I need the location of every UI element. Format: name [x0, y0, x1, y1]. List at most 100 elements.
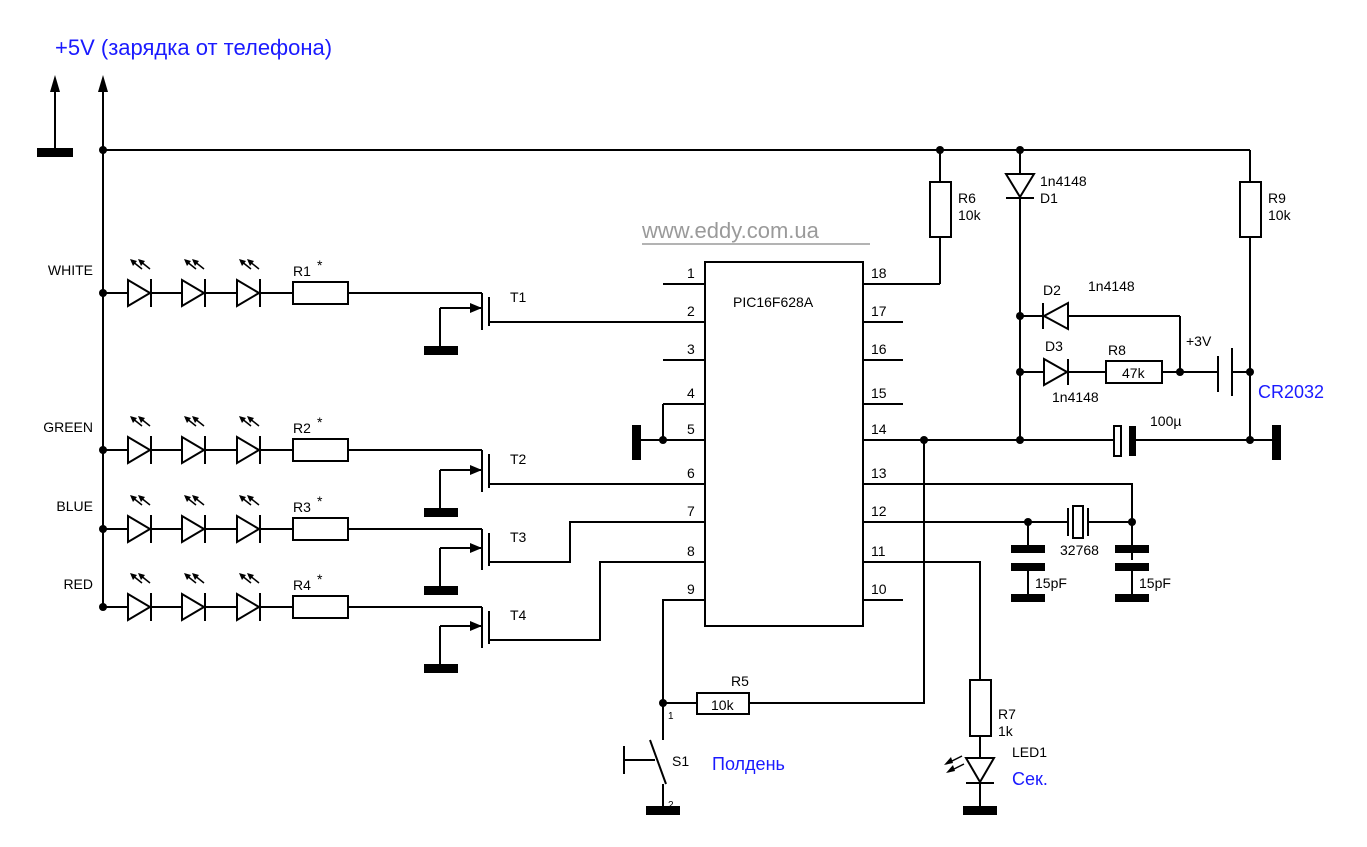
resistor-ref: R3 — [293, 499, 311, 515]
chip-pin-label-right: 17 — [871, 303, 887, 319]
d1-diode — [1004, 150, 1036, 444]
light-arrow — [239, 259, 246, 266]
transistor-arrowhead — [470, 543, 482, 553]
light-arrow — [184, 573, 191, 580]
supply-ground-arrow — [37, 75, 73, 157]
ground-bar — [424, 586, 458, 595]
light-arrow — [239, 573, 246, 580]
r5-ref: R5 — [731, 673, 749, 689]
chip-pin-label-left: 5 — [687, 421, 695, 437]
d3-ref: D3 — [1045, 338, 1063, 354]
chip-pin-label-right: 18 — [871, 265, 887, 281]
oscillator — [863, 483, 1149, 602]
d3-type: 1n4148 — [1052, 389, 1099, 405]
watermark: www.eddy.com.ua — [641, 218, 820, 243]
light-arrow — [184, 259, 191, 266]
r6-value: 10k — [958, 207, 982, 223]
chip-pin-label-left: 6 — [687, 465, 695, 481]
light-arrow — [130, 416, 137, 423]
chip-pin-label-right: 16 — [871, 341, 887, 357]
led-diode — [236, 592, 261, 622]
transistor-ref: T1 — [510, 289, 527, 305]
chip-pin-label-left: 3 — [687, 341, 695, 357]
light-arrow — [247, 259, 254, 266]
channel-name: GREEN — [43, 419, 93, 435]
channel-green: GREEN R2 * T2 — [43, 414, 527, 517]
light-arrow — [130, 495, 137, 502]
s1-pin2: 2 — [668, 800, 674, 811]
ground-bar — [424, 346, 458, 355]
chip-pin-label-right: 15 — [871, 385, 887, 401]
battery-voltage: +3V — [1186, 333, 1212, 349]
light-arrow — [239, 416, 246, 423]
led1-diode — [944, 755, 997, 815]
chip-pin-label-right: 10 — [871, 581, 887, 597]
resistor-star: * — [317, 571, 323, 587]
chip-pin-label-right: 11 — [871, 543, 886, 559]
resistor — [292, 517, 349, 541]
resistor-ref: R2 — [293, 420, 311, 436]
transistor-ref: T4 — [510, 607, 527, 623]
light-arrow — [192, 573, 199, 580]
supply-plus-arrow — [98, 75, 108, 150]
resistor-ref: R1 — [293, 263, 311, 279]
chip-pin-label-left: 9 — [687, 581, 695, 597]
r7-value: 1k — [998, 723, 1014, 739]
light-arrow — [184, 416, 191, 423]
d2-ref: D2 — [1043, 282, 1061, 298]
r8-ref: R8 — [1108, 342, 1126, 358]
r9-resistor — [1239, 150, 1281, 460]
ground-bar — [424, 508, 458, 517]
led-diode — [236, 435, 261, 465]
d2-diode — [1020, 301, 1181, 372]
ground-bar — [424, 664, 458, 673]
d1-type: 1n4148 — [1040, 173, 1087, 189]
transistor-ref: T3 — [510, 529, 527, 545]
resistor-ref: R4 — [293, 577, 311, 593]
light-arrow — [192, 259, 199, 266]
s1-note: Полдень — [712, 754, 785, 774]
chip-pin-label-left: 7 — [687, 503, 695, 519]
s1-ref: S1 — [672, 753, 689, 769]
r7-resistor — [863, 561, 992, 758]
r8-resistor — [1105, 360, 1218, 384]
led-diode — [236, 514, 261, 544]
led-diode — [181, 592, 206, 622]
chip-pin-label-left: 8 — [687, 543, 695, 559]
d2-type: 1n4148 — [1088, 278, 1135, 294]
crystal-value: 32768 — [1060, 542, 1099, 558]
light-arrow — [247, 573, 254, 580]
led-diode — [127, 278, 152, 308]
resistor-star: * — [317, 257, 323, 273]
light-arrow — [192, 416, 199, 423]
channel-blue: BLUE R3 * T3 — [56, 493, 527, 595]
pin5-ground — [632, 403, 705, 460]
light-arrow — [184, 495, 191, 502]
channel-name: BLUE — [56, 498, 93, 514]
r9-value: 10k — [1268, 207, 1292, 223]
led-diode — [127, 435, 152, 465]
resistor-star: * — [317, 493, 323, 509]
r7-ref: R7 — [998, 706, 1016, 722]
title: +5V (зарядка от телефона) — [55, 35, 332, 60]
resistor-star: * — [317, 414, 323, 430]
transistor-arrowhead — [470, 303, 482, 313]
led1-note: Сек. — [1012, 769, 1048, 789]
r6-ref: R6 — [958, 190, 976, 206]
light-arrow — [247, 495, 254, 502]
transistor-ref: T2 — [510, 451, 527, 467]
led-diode — [181, 514, 206, 544]
cap100-value: 100µ — [1150, 413, 1181, 429]
light-arrow — [138, 259, 145, 266]
light-arrow — [138, 495, 145, 502]
light-arrow — [138, 416, 145, 423]
light-arrow — [138, 573, 145, 580]
s1-pin1: 1 — [668, 711, 674, 722]
led-diode — [127, 592, 152, 622]
light-arrow — [130, 259, 137, 266]
battery-name: CR2032 — [1258, 382, 1324, 402]
d3-diode — [1020, 357, 1106, 387]
